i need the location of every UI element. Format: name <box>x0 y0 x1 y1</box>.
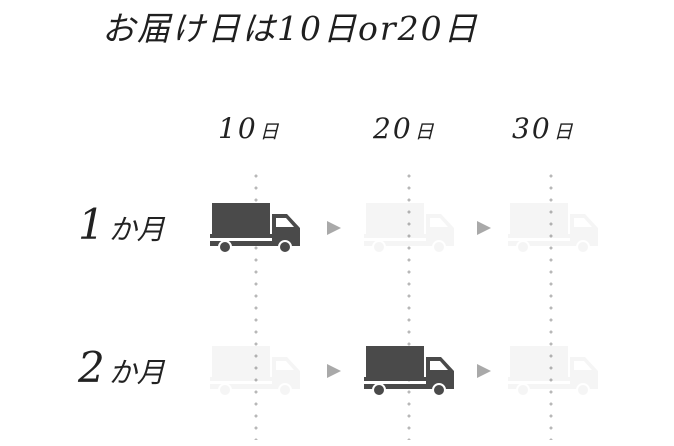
triangle-right-icon <box>477 364 491 378</box>
dotted-guide-10 <box>254 170 258 440</box>
column-header-unit: 日 <box>414 121 436 143</box>
column-header-num: 30 <box>512 112 552 145</box>
column-header-num: 10 <box>218 112 258 145</box>
triangle-right-icon <box>477 221 491 235</box>
truck-icon <box>508 203 598 254</box>
column-header-num: 20 <box>373 112 413 145</box>
column-header-unit: 日 <box>259 121 281 143</box>
triangle-right-icon <box>327 364 341 378</box>
dotted-guide-20 <box>407 170 411 440</box>
truck-icon <box>364 203 454 254</box>
row-label-unit: か月 <box>108 356 165 389</box>
row-label-unit: か月 <box>108 213 165 246</box>
page-title: お届け日は10日or20日 <box>102 9 479 48</box>
row-label-num: 1 <box>78 200 105 249</box>
truck-icon <box>210 346 300 397</box>
row-label-num: 2 <box>78 343 105 392</box>
dotted-guide-30 <box>549 170 553 440</box>
truck-icon <box>508 346 598 397</box>
triangle-right-icon <box>327 221 341 235</box>
column-header-unit: 日 <box>553 121 575 143</box>
truck-icon <box>210 203 300 254</box>
truck-icon <box>364 346 454 397</box>
